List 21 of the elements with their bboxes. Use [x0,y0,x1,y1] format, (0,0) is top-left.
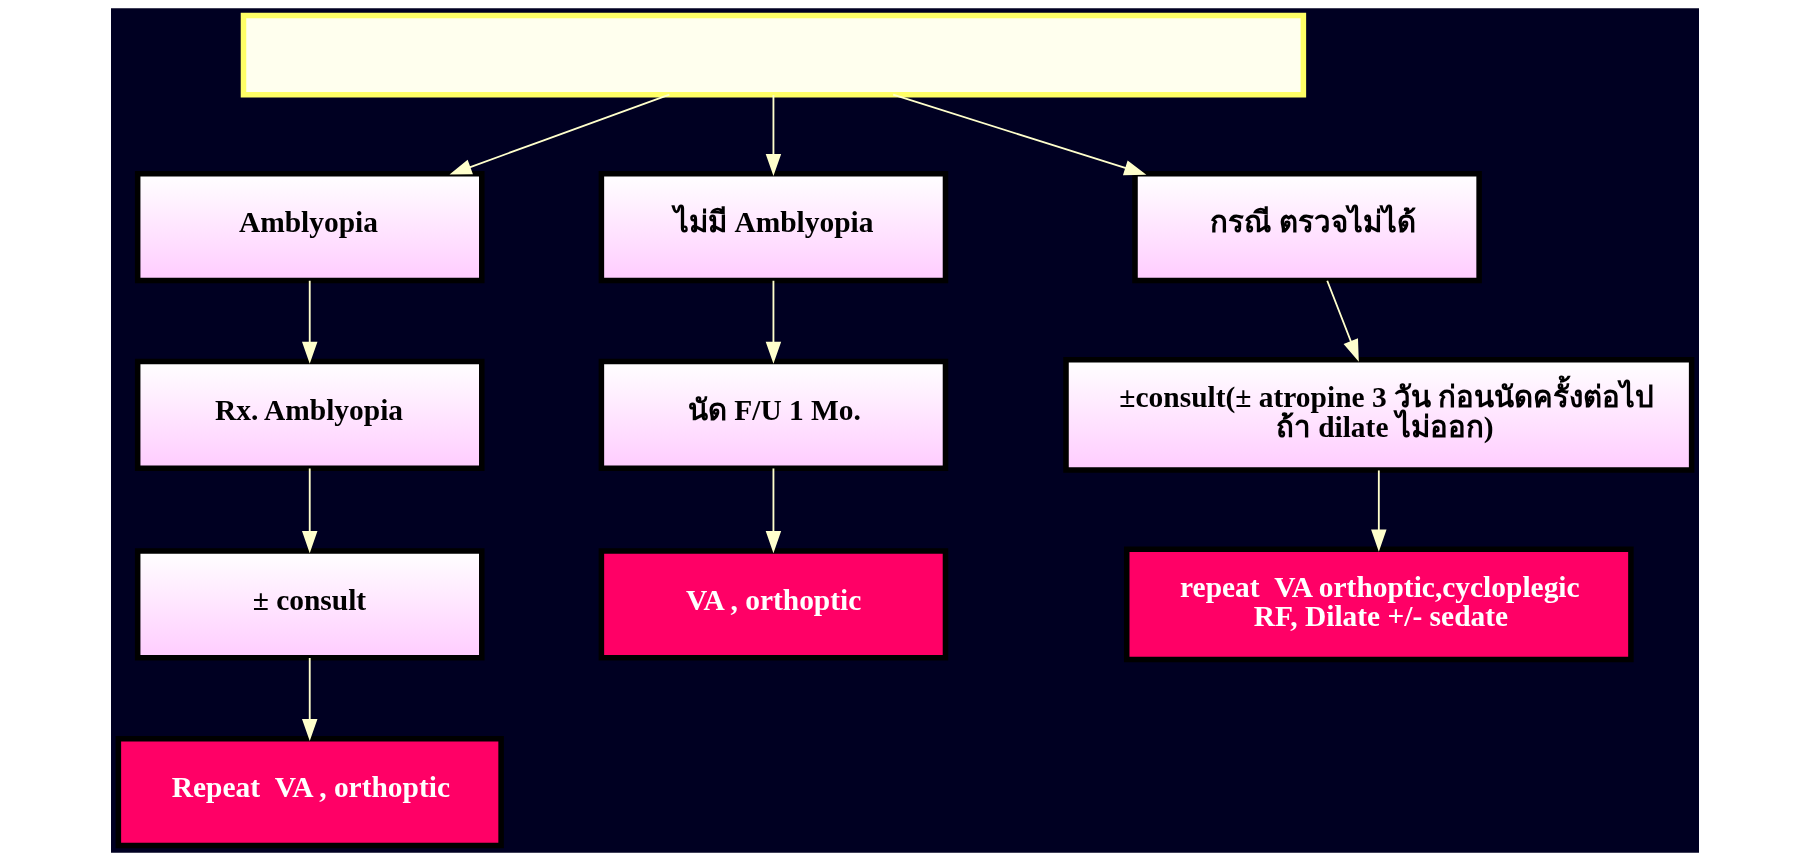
node-box: ±consult(± atropine 3 วัน ก่อนนัดครั้งต่อไป ถ้า dilate ไม่ออก) [1062,356,1694,473]
arrow [765,467,781,554]
node-box: Rx. Amblyopia [134,358,485,471]
node-box: กรณี ตรวจไม่ได้ [1131,171,1482,284]
node-box: ± consult [134,548,485,661]
arrow [449,93,670,175]
node-box: นัด F/U 1 Mo. [598,358,948,471]
node-box: repeat VA orthoptic,cycloplegic RF, Dilate +/- sedate [1123,546,1634,663]
node-box [240,12,1306,98]
node-box: ไม่มี Amblyopia [598,171,948,284]
node-box: Amblyopia [134,171,485,284]
arrow [891,93,1146,176]
arrow [301,279,317,364]
node-box: Repeat VA , orthoptic [115,735,504,849]
node-box: VA , orthoptic [598,548,948,661]
arrow [765,279,781,364]
arrow [765,94,781,177]
arrow [301,467,317,554]
arrow [301,657,317,742]
arrow [1370,469,1387,552]
arrow [1325,279,1359,362]
